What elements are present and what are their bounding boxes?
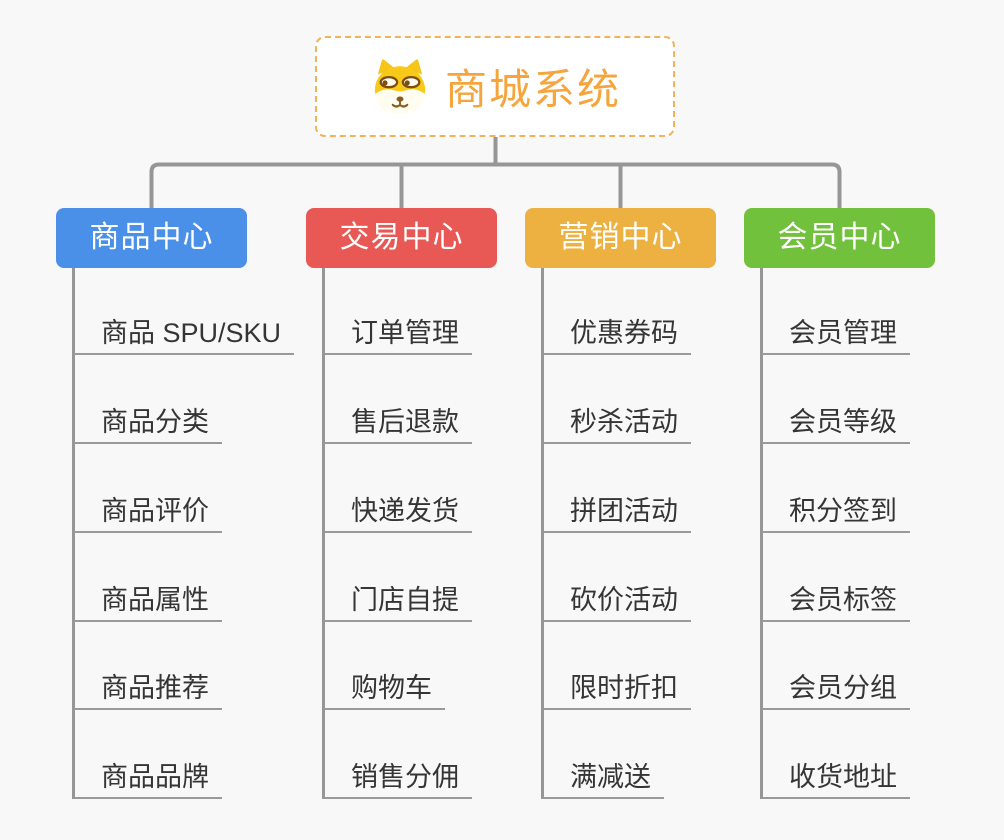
- leaf-node[interactable]: 商品推荐: [74, 668, 222, 710]
- leaf-node[interactable]: 会员等级: [762, 402, 910, 444]
- branch-node-trade[interactable]: 交易中心: [306, 208, 497, 268]
- root-title: 商城系统: [444, 66, 621, 113]
- leaf-node[interactable]: 商品分类: [74, 402, 222, 444]
- leaf-node[interactable]: 砍价活动: [543, 580, 691, 622]
- spine-member: [760, 268, 763, 799]
- branch-node-marketing[interactable]: 营销中心: [525, 208, 716, 268]
- leaf-node[interactable]: 商品属性: [74, 580, 222, 622]
- leaf-node[interactable]: 门店自提: [324, 580, 472, 622]
- leaf-node[interactable]: 限时折扣: [543, 668, 691, 710]
- leaf-node[interactable]: 快递发货: [324, 491, 472, 533]
- leaf-node[interactable]: 销售分佣: [324, 757, 472, 799]
- leaf-node[interactable]: 拼团活动: [543, 491, 691, 533]
- leaf-node[interactable]: 满减送: [543, 757, 664, 799]
- root-node[interactable]: 商城系统: [315, 36, 675, 137]
- leaf-node[interactable]: 商品品牌: [74, 757, 222, 799]
- leaf-node[interactable]: 收货地址: [762, 757, 910, 799]
- spine-trade: [322, 268, 325, 799]
- branch-node-member[interactable]: 会员中心: [744, 208, 935, 268]
- leaf-node[interactable]: 购物车: [324, 668, 445, 710]
- leaf-node[interactable]: 会员分组: [762, 668, 910, 710]
- leaf-node[interactable]: 会员管理: [762, 313, 910, 355]
- leaf-node[interactable]: 商品评价: [74, 491, 222, 533]
- spine-marketing: [541, 268, 544, 799]
- leaf-node[interactable]: 售后退款: [324, 402, 472, 444]
- leaf-node[interactable]: 商品 SPU/SKU: [74, 313, 295, 355]
- leaf-node[interactable]: 秒杀活动: [543, 402, 691, 444]
- leaf-node[interactable]: 会员标签: [762, 580, 910, 622]
- shiba-dog-icon: [374, 58, 426, 114]
- leaf-node[interactable]: 优惠券码: [543, 313, 691, 355]
- spine-product: [72, 268, 75, 799]
- leaf-node[interactable]: 积分签到: [762, 491, 910, 533]
- branch-node-product[interactable]: 商品中心: [56, 208, 247, 268]
- rail-line: [149, 162, 842, 208]
- leaf-node[interactable]: 订单管理: [324, 313, 472, 355]
